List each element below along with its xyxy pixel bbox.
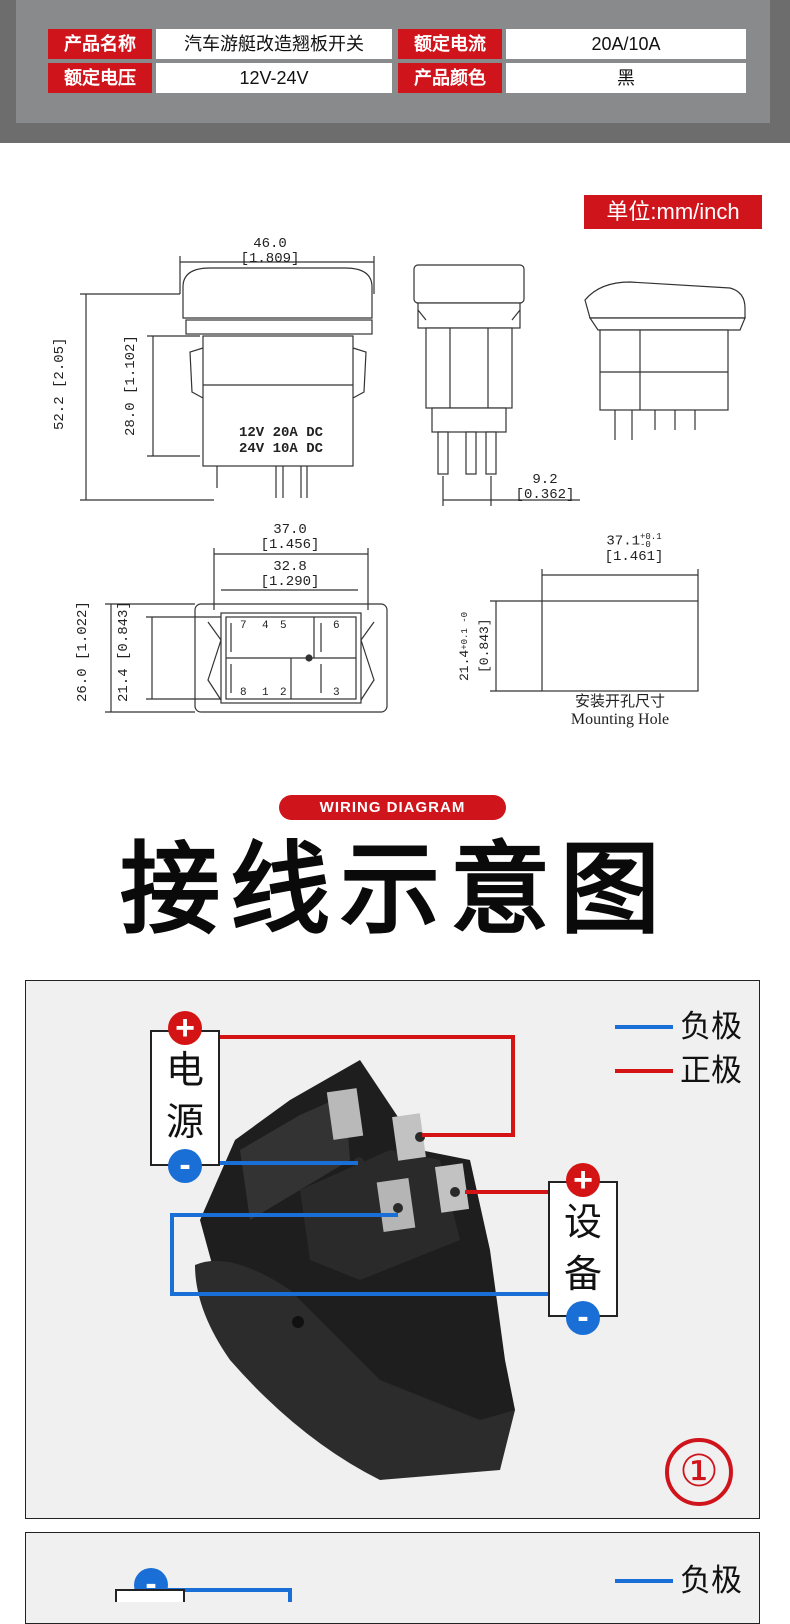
body-text-1: 12V 20A DC	[238, 425, 323, 441]
spec-val-voltage: 12V-24V	[156, 63, 392, 93]
spec-val-current: 20A/10A	[506, 29, 746, 59]
power-minus-sign: -	[179, 1146, 191, 1184]
spec-val-color: 黑	[506, 63, 746, 93]
spec-key-voltage: 额定电压	[48, 63, 152, 93]
positive-wires	[218, 1035, 556, 1194]
spec-key-current: 额定电流	[398, 29, 502, 59]
device-label-2: 备	[563, 1254, 602, 1296]
wiring-diagram-pill: WIRING DIAGRAM	[279, 795, 506, 820]
power-minus-icon	[168, 1149, 202, 1183]
dim-hole-width: 37.1+0.1-0 [1.461]	[604, 532, 664, 565]
diagram-number-badge: ①	[665, 1438, 733, 1506]
pin-number: 5	[280, 620, 287, 632]
plan-view	[105, 548, 388, 713]
power-label-2: 源	[165, 1102, 204, 1144]
pin-number: 3	[333, 687, 340, 699]
legend-negative: 负极	[680, 1009, 742, 1044]
pin-number: 8	[240, 687, 247, 699]
power-label-1: 电	[165, 1050, 204, 1092]
dim-plan-w2: 32.8[1.290]	[260, 559, 320, 590]
spec-val-name: 汽车游艇改造翘板开关	[156, 29, 392, 59]
negative-wires	[170, 1161, 556, 1296]
device-minus-sign: -	[577, 1298, 589, 1336]
power-plus-icon	[168, 1011, 202, 1045]
switch-body	[195, 1060, 515, 1480]
device-plus-sign: +	[573, 1161, 593, 1199]
pin-number: 1	[262, 687, 269, 699]
device-label-1: 设	[563, 1202, 602, 1244]
dim-width-top: 46.0[1.809]	[240, 236, 300, 267]
device-plus-icon	[566, 1163, 600, 1197]
mounting-hole-view	[490, 569, 699, 692]
spec-table: 产品名称 汽车游艇改造翘板开关 额定电流 20A/10A 额定电压 12V-24…	[16, 0, 770, 123]
panel2-minus-sign: -	[145, 1565, 157, 1603]
side-view	[413, 264, 580, 506]
hole-label-cn: 安装开孔尺寸	[574, 692, 665, 710]
unit-badge: 单位:mm/inch	[584, 195, 762, 229]
body-text-2: 24V 10A DC	[238, 441, 323, 457]
pin-number: 2	[280, 687, 287, 699]
front-view	[80, 256, 375, 501]
pin-number: 6	[333, 620, 340, 632]
power-plus-sign: +	[175, 1009, 195, 1047]
spec-key-color: 产品颜色	[398, 63, 502, 93]
power-box	[150, 1030, 220, 1166]
device-minus-icon	[566, 1301, 600, 1335]
spec-key-name: 产品名称	[48, 29, 152, 59]
wiring-title: 接线示意图	[120, 834, 670, 946]
dim-plan-w1: 37.0[1.456]	[260, 522, 320, 553]
legend-positive: 正极	[680, 1053, 742, 1088]
iso-view	[584, 281, 746, 440]
hole-label-en: Mounting Hole	[570, 711, 670, 728]
legend-negative-2: 负极	[680, 1563, 742, 1598]
pin-number: 4	[262, 620, 269, 632]
dim-pin-pitch: 9.2[0.362]	[515, 472, 575, 503]
pin-number: 7	[240, 620, 247, 632]
technical-drawing	[80, 256, 746, 713]
